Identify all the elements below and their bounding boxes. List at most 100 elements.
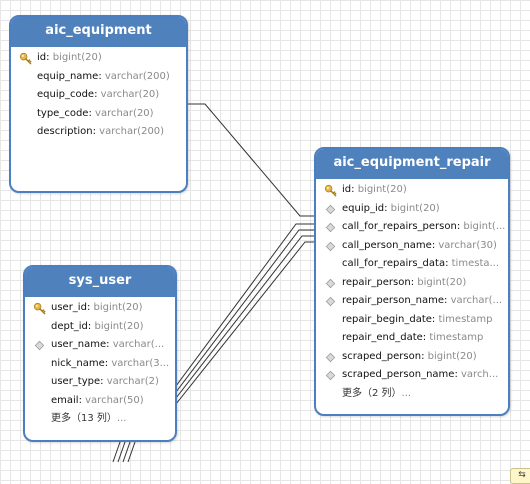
column-name: id bbox=[342, 184, 352, 195]
column-type: varchar(... bbox=[112, 339, 165, 350]
column-row[interactable]: repair_person: bigint(20) bbox=[316, 274, 508, 293]
table-title[interactable]: aic_equipment bbox=[11, 17, 186, 47]
index-diamond-icon bbox=[324, 221, 337, 234]
column-name: user_id bbox=[51, 302, 87, 313]
column-row[interactable]: type_code: varchar(20) bbox=[11, 105, 186, 124]
column-name: repair_begin_date bbox=[342, 313, 432, 325]
column-separator: : bbox=[106, 339, 113, 350]
column-row[interactable]: user_name: varchar(... bbox=[25, 336, 175, 355]
relation-user-bottom-2[interactable] bbox=[117, 441, 126, 463]
column-type: timestamp bbox=[438, 313, 493, 325]
column-list: id: bigint(20)equip_id: bigint(20)call_f… bbox=[316, 179, 508, 403]
index-diamond-icon bbox=[324, 203, 337, 216]
column-row[interactable]: user_id: bigint(20) bbox=[25, 299, 175, 318]
column-name: equip_id bbox=[342, 202, 385, 214]
table-aic-equipment[interactable]: aic_equipment id: bigint(20)equip_name: … bbox=[9, 15, 188, 193]
more-columns-label: 更多（13 列） bbox=[51, 413, 117, 424]
table-title[interactable]: sys_user bbox=[25, 267, 175, 297]
column-row[interactable]: scraped_person: bigint(20) bbox=[316, 348, 508, 367]
column-row[interactable]: scraped_person_name: varch... bbox=[316, 366, 508, 385]
column-name: call_for_repairs_person bbox=[342, 221, 457, 232]
column-type: timestamp bbox=[429, 332, 484, 343]
column-separator: : bbox=[351, 184, 358, 195]
column-type: varchar(2) bbox=[106, 376, 159, 387]
column-separator: : bbox=[78, 394, 86, 406]
expand-arrows-icon[interactable]: ⇆ bbox=[510, 468, 530, 484]
column-separator: : bbox=[422, 332, 430, 343]
column-name: email bbox=[51, 394, 79, 406]
relation-user-bottom-3[interactable] bbox=[122, 441, 131, 463]
column-type: bigint(20) bbox=[427, 350, 477, 362]
column-row[interactable]: repair_person_name: varchar(... bbox=[316, 292, 508, 311]
column-type: bigint(20) bbox=[94, 320, 144, 332]
column-type: bigint(20) bbox=[390, 202, 440, 214]
relation-user-repair-1[interactable] bbox=[175, 223, 316, 387]
column-name: dept_id bbox=[51, 320, 88, 332]
column-separator: : bbox=[456, 221, 464, 232]
column-name: repair_end_date bbox=[342, 332, 423, 343]
column-name: call_for_repairs_data bbox=[342, 258, 446, 269]
index-diamond-icon bbox=[324, 277, 337, 290]
column-name: user_name bbox=[51, 339, 107, 350]
column-type: varchar(200) bbox=[104, 70, 170, 82]
column-type: timesta... bbox=[451, 258, 500, 269]
index-diamond-icon bbox=[33, 339, 46, 352]
more-columns-link[interactable]: 更多（2 列）... bbox=[316, 385, 508, 404]
column-separator: : bbox=[100, 376, 107, 387]
column-type: varch... bbox=[461, 369, 499, 380]
column-name: scraped_person_name bbox=[342, 369, 455, 380]
column-separator: : bbox=[454, 369, 461, 380]
table-title[interactable]: aic_equipment_repair bbox=[316, 149, 508, 179]
more-columns-link[interactable]: 更多（13 列）... bbox=[25, 410, 175, 429]
table-aic-equipment-repair[interactable]: aic_equipment_repair id: bigint(20)equip… bbox=[314, 147, 510, 416]
column-row[interactable]: equip_code: varchar(20) bbox=[11, 86, 186, 105]
column-row[interactable]: user_type: varchar(2) bbox=[25, 373, 175, 392]
column-name: user_type bbox=[51, 376, 101, 387]
column-name: repair_person bbox=[342, 276, 411, 288]
primary-key-icon bbox=[33, 302, 46, 315]
column-separator: : bbox=[431, 239, 439, 251]
relation-user-repair-2[interactable] bbox=[175, 229, 316, 393]
index-diamond-icon bbox=[324, 240, 337, 253]
column-separator: : bbox=[88, 107, 96, 119]
column-row[interactable]: id: bigint(20) bbox=[11, 49, 186, 68]
relation-user-repair-4[interactable] bbox=[175, 241, 316, 405]
column-separator: : bbox=[104, 357, 112, 369]
column-row[interactable]: call_for_repairs_data: timesta... bbox=[316, 255, 508, 274]
column-separator: : bbox=[445, 258, 452, 269]
column-separator: : bbox=[98, 70, 105, 82]
column-row[interactable]: nick_name: varchar(3... bbox=[25, 355, 175, 374]
relation-user-bottom-4[interactable] bbox=[127, 441, 136, 463]
more-columns-ellipsis: ... bbox=[116, 413, 127, 424]
column-type: bigint(... bbox=[463, 221, 506, 232]
column-separator: : bbox=[94, 89, 101, 100]
column-type: bigint(20) bbox=[93, 302, 143, 313]
relation-user-bottom-1[interactable] bbox=[112, 441, 121, 463]
column-separator: : bbox=[86, 302, 94, 313]
column-separator: : bbox=[46, 52, 53, 63]
column-row[interactable]: call_person_name: varchar(30) bbox=[316, 237, 508, 256]
column-separator: : bbox=[87, 320, 95, 332]
column-row[interactable]: dept_id: bigint(20) bbox=[25, 318, 175, 337]
relation-user-repair-3[interactable] bbox=[175, 235, 316, 399]
column-row[interactable]: description: varchar(200) bbox=[11, 123, 186, 142]
column-type: varchar(... bbox=[450, 295, 503, 306]
column-row[interactable]: equip_id: bigint(20) bbox=[316, 200, 508, 219]
column-list: user_id: bigint(20)dept_id: bigint(20)us… bbox=[25, 297, 175, 429]
column-row[interactable]: call_for_repairs_person: bigint(... bbox=[316, 218, 508, 237]
column-name: id bbox=[37, 52, 47, 63]
column-type: bigint(20) bbox=[417, 276, 467, 288]
column-type: bigint(20) bbox=[357, 184, 407, 195]
column-type: bigint(20) bbox=[52, 52, 102, 63]
column-row[interactable]: equip_name: varchar(200) bbox=[11, 68, 186, 87]
column-separator: : bbox=[431, 313, 439, 325]
column-type: varchar(20) bbox=[95, 107, 154, 119]
column-separator: : bbox=[444, 295, 451, 306]
column-row[interactable]: repair_begin_date: timestamp bbox=[316, 311, 508, 330]
relation-equipment-repair[interactable] bbox=[186, 103, 316, 217]
column-row[interactable]: id: bigint(20) bbox=[316, 181, 508, 200]
column-name: repair_person_name bbox=[342, 295, 445, 306]
column-row[interactable]: email: varchar(50) bbox=[25, 392, 175, 411]
column-row[interactable]: repair_end_date: timestamp bbox=[316, 329, 508, 348]
table-sys-user[interactable]: sys_user user_id: bigint(20)dept_id: big… bbox=[23, 265, 177, 442]
